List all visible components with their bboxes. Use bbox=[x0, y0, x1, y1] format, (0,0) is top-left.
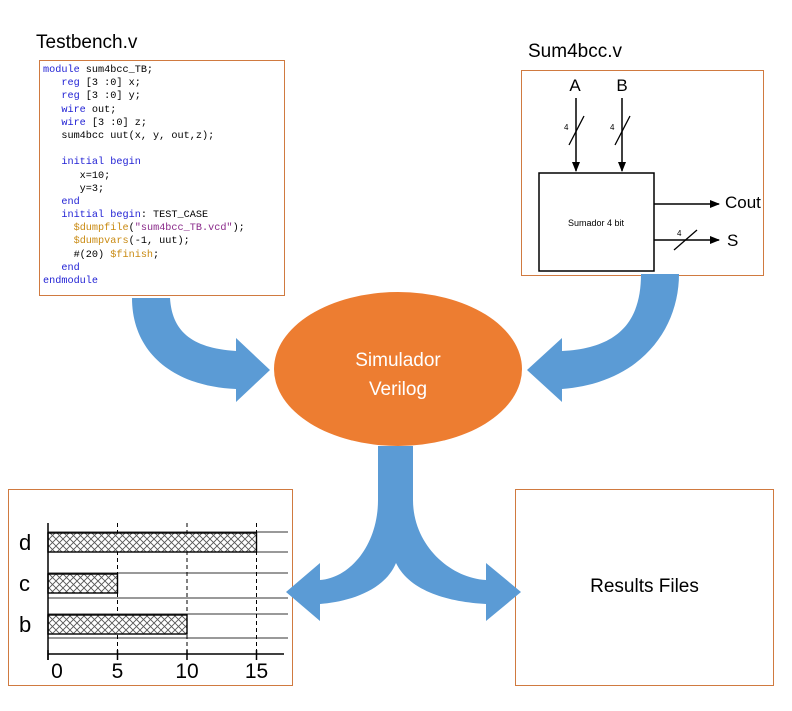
code-line: endmodule bbox=[43, 275, 245, 288]
code-token: (-1, uut); bbox=[128, 236, 190, 248]
code-line: $dumpvars(-1, uut); bbox=[43, 235, 245, 248]
simulator-label-line2: Verilog bbox=[369, 379, 427, 400]
code-token: initial begin bbox=[61, 210, 141, 222]
code-token: reg bbox=[61, 78, 80, 90]
results-panel bbox=[515, 489, 774, 686]
code-token: endmodule bbox=[43, 276, 99, 287]
arrow-simulator-to-outputs bbox=[286, 446, 521, 621]
input-a-bus-slash bbox=[568, 115, 585, 146]
signal-bar-d bbox=[47, 532, 258, 553]
code-token: end bbox=[61, 262, 80, 274]
input-a-bus-width: 4 bbox=[564, 123, 569, 132]
code-token: $finish bbox=[110, 249, 154, 261]
code-token: sum4bcc_TB; bbox=[79, 65, 154, 76]
code-line: module sum4bcc_TB; bbox=[43, 64, 245, 77]
code-token: $dumpvars bbox=[73, 236, 129, 248]
adder-block bbox=[538, 172, 655, 272]
code-token: wire bbox=[61, 104, 86, 116]
code-token: reg bbox=[61, 91, 80, 103]
code-line: y=3; bbox=[43, 183, 245, 196]
code-line: $dumpfile("sum4bcc_TB.vcd"); bbox=[43, 222, 245, 235]
input-b-bus-slash bbox=[614, 115, 631, 146]
code-token: ; bbox=[153, 249, 160, 261]
code-token: : TEST_CASE bbox=[140, 210, 209, 222]
testbench-title: Testbench.v bbox=[36, 32, 138, 53]
code-line: initial begin: TEST_CASE bbox=[43, 209, 245, 222]
axis-tick-label: 15 bbox=[245, 660, 268, 683]
simulator-label-line1: Simulador bbox=[355, 350, 441, 371]
axis-tick-label: 5 bbox=[112, 660, 124, 683]
output-s-label: S bbox=[727, 231, 738, 250]
arrow-testbench-to-simulator bbox=[132, 298, 270, 402]
input-a-label: A bbox=[569, 76, 581, 95]
results-label: Results Files bbox=[590, 576, 699, 597]
output-cout-label: Cout bbox=[725, 193, 761, 212]
signal-label-b: b bbox=[19, 612, 31, 637]
code-line: end bbox=[43, 262, 245, 275]
code-token: x=10; bbox=[43, 170, 111, 182]
testbench-code-panel bbox=[39, 60, 285, 296]
simulator-ellipse bbox=[274, 292, 522, 446]
code-token: y=3; bbox=[43, 183, 105, 195]
code-line: sum4bcc uut(x, y, out,z); bbox=[43, 130, 245, 143]
code-token: [3 :0] y; bbox=[79, 91, 141, 103]
testbench-code: module sum4bcc_TB; reg [3 :0] x; reg [3 … bbox=[43, 64, 245, 288]
code-line: reg [3 :0] y; bbox=[43, 90, 245, 103]
module-title: Sum4bcc.v bbox=[528, 41, 622, 62]
code-line: x=10; bbox=[43, 170, 245, 183]
axis-tick-label: 10 bbox=[175, 660, 198, 683]
code-token: wire bbox=[61, 117, 86, 129]
signal-bar-c bbox=[47, 573, 119, 594]
axis-tick-label: 0 bbox=[51, 660, 63, 683]
input-b-bus-width: 4 bbox=[610, 123, 615, 132]
arrow-module-to-simulator bbox=[527, 274, 679, 402]
code-line: end bbox=[43, 196, 245, 209]
code-line: wire out; bbox=[43, 104, 245, 117]
code-token: sum4bcc uut(x, y, out,z); bbox=[43, 130, 215, 142]
signal-label-c: c bbox=[19, 571, 30, 596]
output-s-bus-width: 4 bbox=[677, 229, 682, 238]
code-token: module bbox=[43, 65, 80, 76]
signal-bar-b bbox=[47, 614, 188, 635]
code-token: ); bbox=[232, 223, 245, 235]
code-line: reg [3 :0] x; bbox=[43, 77, 245, 90]
code-line: wire [3 :0] z; bbox=[43, 117, 245, 130]
output-s-bus-slash bbox=[673, 229, 698, 251]
input-b-label: B bbox=[616, 76, 627, 95]
code-token: $dumpfile bbox=[73, 223, 129, 235]
code-token: end bbox=[61, 196, 80, 208]
code-token: ( bbox=[128, 223, 135, 235]
code-token: [3 :0] x; bbox=[79, 78, 141, 90]
adder-block-label: Sumador 4 bit bbox=[568, 218, 625, 228]
code-token: [3 :0] z; bbox=[85, 117, 147, 129]
code-token: out; bbox=[85, 104, 117, 116]
code-line: #(20) $finish; bbox=[43, 249, 245, 262]
code-token: "sum4bcc_TB.vcd" bbox=[134, 223, 233, 235]
code-line: initial begin bbox=[43, 156, 245, 169]
signal-label-d: d bbox=[19, 530, 31, 555]
code-token: #(20) bbox=[43, 249, 111, 261]
code-token: initial begin bbox=[61, 157, 141, 169]
